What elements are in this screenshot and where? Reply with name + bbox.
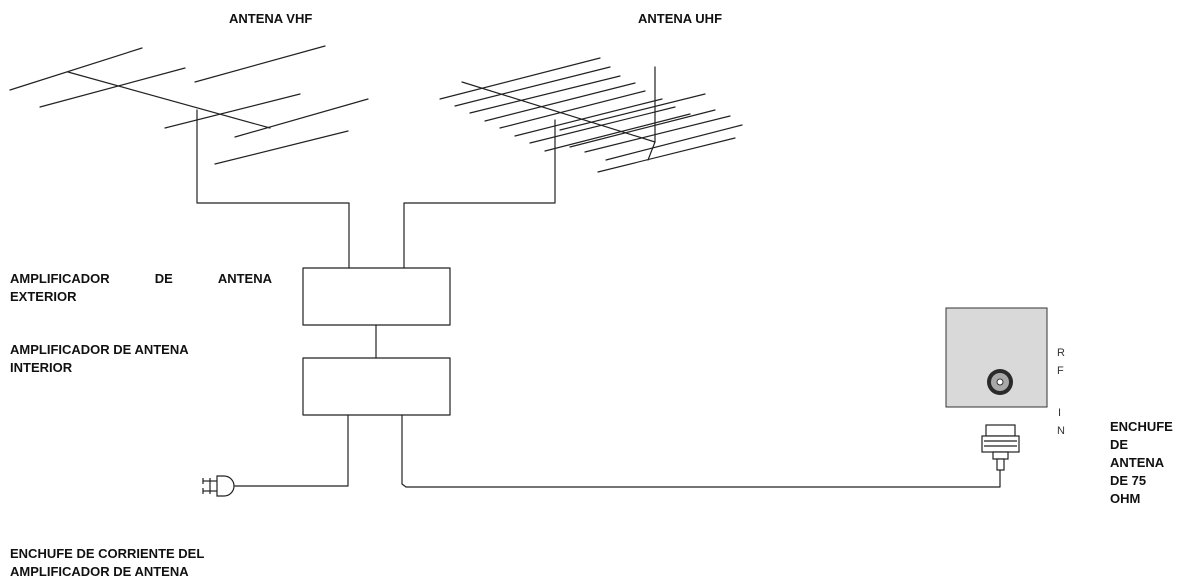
indoor-amplifier-label-line2: INTERIOR: [10, 360, 73, 375]
antenna-plug-label-line: ANTENA: [1110, 455, 1165, 470]
uhf-element: [529, 106, 676, 144]
vhf-element: [9, 47, 143, 91]
outdoor-amplifier-label: AMPLIFICADOR DE ANTENA EXTERIOR: [10, 270, 272, 306]
uhf-element: [597, 137, 736, 173]
uhf-element: [514, 98, 663, 137]
indoor-amplifier-label: AMPLIFICADOR DE ANTENA INTERIOR: [10, 341, 189, 377]
uhf-downlead-cable: [403, 119, 556, 269]
vhf-antenna: [9, 45, 369, 165]
vhf-element: [164, 93, 301, 129]
vhf-element: [194, 45, 326, 83]
indoor-amplifier-box: [302, 357, 451, 416]
uhf-element: [584, 115, 731, 153]
outdoor-amplifier-word: DE: [154, 271, 173, 286]
uhf-element: [569, 109, 716, 148]
uhf-element: [484, 82, 636, 122]
uhf-element: [469, 75, 621, 114]
vhf-boom: [67, 71, 271, 129]
uhf-element: [499, 90, 646, 129]
rf-in-letter: N: [1057, 425, 1065, 437]
rf-in-letter: I: [1058, 407, 1062, 419]
antenna-plug-label-line: ENCHUFE: [1110, 419, 1173, 434]
uhf-element: [605, 124, 743, 161]
uhf-antenna-label: ANTENA UHF: [638, 11, 723, 26]
rf-socket-icon: [987, 369, 1013, 395]
outdoor-amplifier-word: ANTENA: [217, 271, 272, 286]
vhf-element: [39, 67, 186, 108]
vhf-element: [214, 130, 349, 165]
outdoor-amplifier-word: AMPLIFICADOR: [10, 271, 110, 286]
uhf-element: [544, 113, 691, 152]
coax-cable: [401, 414, 1001, 488]
uhf-reflector-mast: [647, 66, 656, 161]
uhf-element: [559, 93, 706, 131]
antenna-plug-label-line: DE: [1110, 437, 1129, 452]
power-plug-label-line2: AMPLIFICADOR DE ANTENA: [10, 564, 189, 579]
antenna-plug-label-line: OHM: [1110, 491, 1141, 506]
power-cable: [234, 414, 349, 487]
outdoor-amplifier-label-line1: AMPLIFICADOR DE ANTENA: [10, 270, 272, 288]
rf-in-letter: R: [1057, 347, 1065, 359]
vhf-downlead-cable: [196, 109, 350, 269]
power-plug-label-line1: ENCHUFE DE CORRIENTE DEL: [10, 546, 205, 561]
antenna-plug-label-line: DE 75: [1110, 473, 1147, 488]
uhf-boom: [461, 81, 656, 143]
power-plug-icon: [202, 475, 235, 497]
antenna-plug-label: ENCHUFE DE ANTENA DE 75 OHM: [1110, 418, 1173, 508]
outdoor-amplifier-label-line2: EXTERIOR: [10, 289, 77, 304]
vhf-antenna-label: ANTENA VHF: [229, 11, 313, 26]
uhf-antenna: [439, 57, 743, 173]
vhf-element: [234, 98, 369, 138]
power-plug-label: ENCHUFE DE CORRIENTE DEL AMPLIFICADOR DE…: [10, 545, 204, 581]
uhf-element: [454, 66, 611, 107]
coax-plug-icon: [981, 424, 1020, 471]
indoor-amplifier-label-line1: AMPLIFICADOR DE ANTENA: [10, 342, 189, 357]
uhf-element: [439, 57, 601, 100]
rf-in-letter: F: [1057, 365, 1064, 377]
outdoor-amplifier-box: [302, 267, 451, 326]
